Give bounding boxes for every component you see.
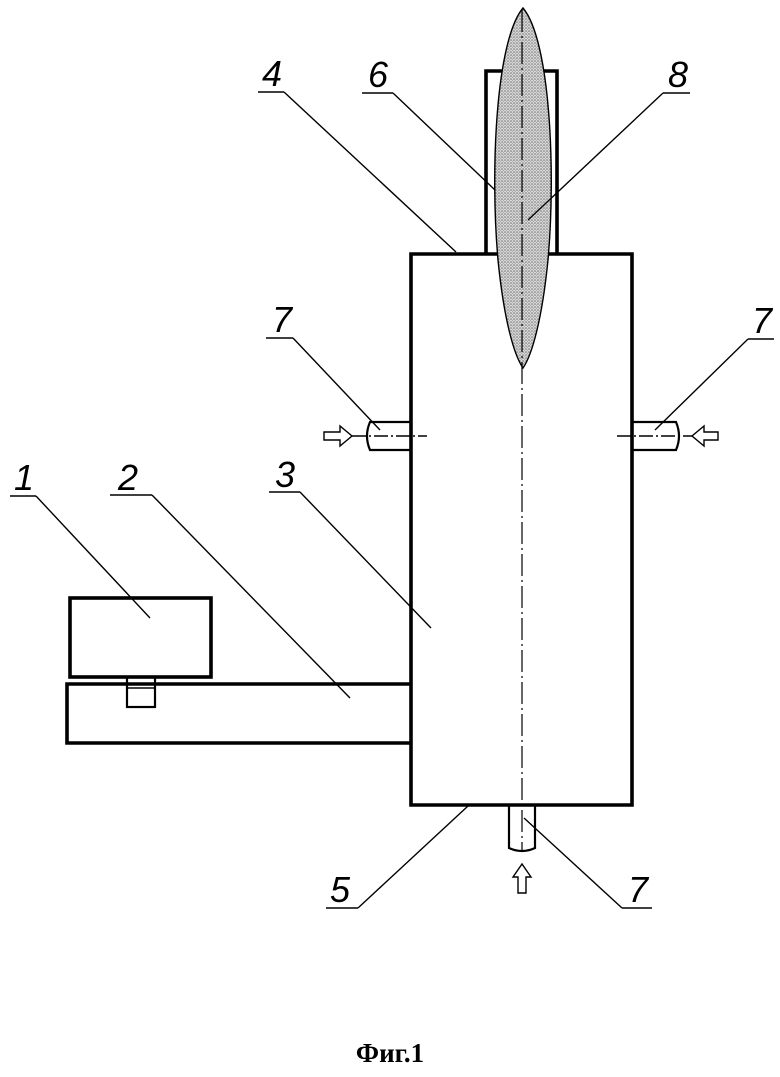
label-8: 8 <box>668 54 688 95</box>
label-4: 4 <box>262 53 282 94</box>
label-5: 5 <box>330 869 351 910</box>
label-7-left: 7 <box>272 299 294 340</box>
arrow-right-icon <box>692 426 718 446</box>
connector <box>127 677 155 707</box>
label-6: 6 <box>368 54 389 95</box>
label-7-right: 7 <box>752 300 774 341</box>
label-1: 1 <box>14 457 34 498</box>
label-3: 3 <box>275 454 295 495</box>
port-left <box>352 422 427 450</box>
label-7-bottom: 7 <box>628 869 650 910</box>
arrow-left-icon <box>324 426 352 446</box>
leader-lines <box>10 92 774 908</box>
port-right <box>617 422 692 450</box>
figure-caption: Фиг.1 <box>356 1038 424 1068</box>
label-2: 2 <box>117 457 138 498</box>
arrow-up-icon <box>513 864 531 893</box>
channel-2 <box>67 684 411 743</box>
box-1 <box>70 598 211 677</box>
flame-8 <box>495 8 552 368</box>
